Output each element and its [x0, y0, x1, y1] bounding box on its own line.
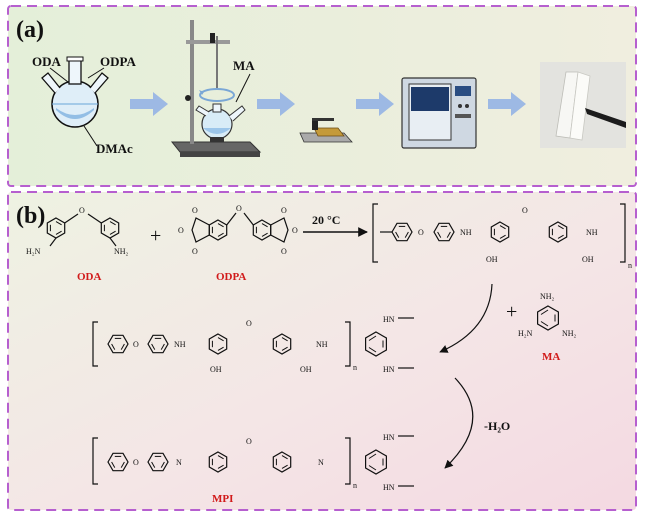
svg-text:HN: HN: [383, 483, 395, 492]
mpi-structure: O N O N n HN HN: [92, 433, 414, 492]
svg-text:OH: OH: [582, 255, 594, 264]
label-ma: MA: [233, 58, 255, 73]
arrow-4: [488, 92, 526, 116]
svg-text:NH₂: NH₂: [114, 247, 129, 256]
name-oda: ODA: [77, 271, 102, 283]
svg-text:HN: HN: [383, 315, 395, 324]
arrow-1: [130, 92, 168, 116]
panel-a: (a) ODA ODPA DMAc: [7, 5, 637, 187]
pointer-ma: [235, 73, 251, 103]
svg-text:O: O: [281, 247, 287, 256]
pointer-odpa: [87, 67, 105, 79]
svg-text:O: O: [192, 206, 198, 215]
svg-text:H₂N: H₂N: [26, 247, 41, 256]
svg-text:O: O: [292, 226, 298, 235]
curved-arrow-1: [439, 283, 493, 353]
svg-text:OH: OH: [210, 365, 222, 374]
svg-text:HN: HN: [383, 365, 395, 374]
mpi-film-photo: [540, 62, 626, 148]
plus-sign-2: +: [506, 301, 517, 323]
svg-text:OH: OH: [486, 255, 498, 264]
svg-text:O: O: [418, 228, 424, 237]
svg-text:NH₂: NH₂: [540, 292, 555, 301]
label-oda: ODA: [32, 54, 62, 69]
panel-a-frame: [7, 5, 637, 187]
arrow-2: [257, 92, 295, 116]
water-elimination: -H₂O: [484, 419, 510, 433]
svg-text:NH: NH: [460, 228, 472, 237]
pointer-oda: [49, 67, 69, 83]
panel-a-label: (a): [16, 17, 44, 43]
svg-text:O: O: [133, 458, 139, 467]
svg-text:NH: NH: [174, 340, 186, 349]
svg-text:n: n: [628, 261, 632, 270]
svg-text:OH: OH: [300, 365, 312, 374]
curved-arrow-2: [444, 377, 474, 469]
svg-text:O: O: [133, 340, 139, 349]
name-odpa: ODPA: [216, 271, 246, 283]
svg-text:O: O: [281, 206, 287, 215]
svg-text:n: n: [353, 481, 357, 490]
svg-text:O: O: [178, 226, 184, 235]
oda-structure: O H₂N NH₂: [26, 206, 129, 256]
svg-text:O: O: [246, 319, 252, 328]
paa-ma-structure: O NH O NH OH OH n HN HN: [92, 315, 414, 374]
plus-sign-1: +: [150, 225, 161, 247]
svg-text:O: O: [236, 204, 242, 213]
svg-text:n: n: [353, 363, 357, 372]
process-arrows: [130, 92, 526, 116]
svg-text:NH₂: NH₂: [562, 329, 577, 338]
svg-text:O: O: [522, 206, 528, 215]
label-dmac: DMAc: [96, 141, 133, 156]
film-casting-plate: [299, 118, 353, 143]
svg-text:NH: NH: [586, 228, 598, 237]
svg-text:NH: NH: [316, 340, 328, 349]
paa-structure: O NH O NH OH OH n: [372, 203, 632, 270]
stirring-apparatus: [170, 20, 262, 157]
panel-b: (b) O H₂N NH₂ ODA + O O O O O O: [7, 191, 637, 511]
svg-text:N: N: [176, 458, 182, 467]
svg-text:N: N: [318, 458, 324, 467]
ma-structure: NH₂ H₂N NH₂: [518, 292, 577, 338]
svg-text:H₂N: H₂N: [518, 329, 533, 338]
svg-text:O: O: [246, 437, 252, 446]
pointer-dmac: [83, 125, 98, 147]
panel-b-label: (b): [16, 203, 45, 229]
condition-20c: 20 °C: [312, 213, 340, 227]
svg-text:O: O: [192, 247, 198, 256]
odpa-structure: O O O O O O O: [178, 204, 298, 256]
name-ma: MA: [542, 351, 560, 363]
three-neck-flask: [41, 56, 109, 128]
name-mpi: MPI: [212, 493, 233, 505]
svg-text:O: O: [79, 206, 85, 215]
vacuum-oven: [401, 77, 477, 149]
arrow-3: [356, 92, 394, 116]
svg-text:HN: HN: [383, 433, 395, 442]
label-odpa: ODPA: [100, 54, 136, 69]
panel-b-frame: [7, 191, 637, 511]
